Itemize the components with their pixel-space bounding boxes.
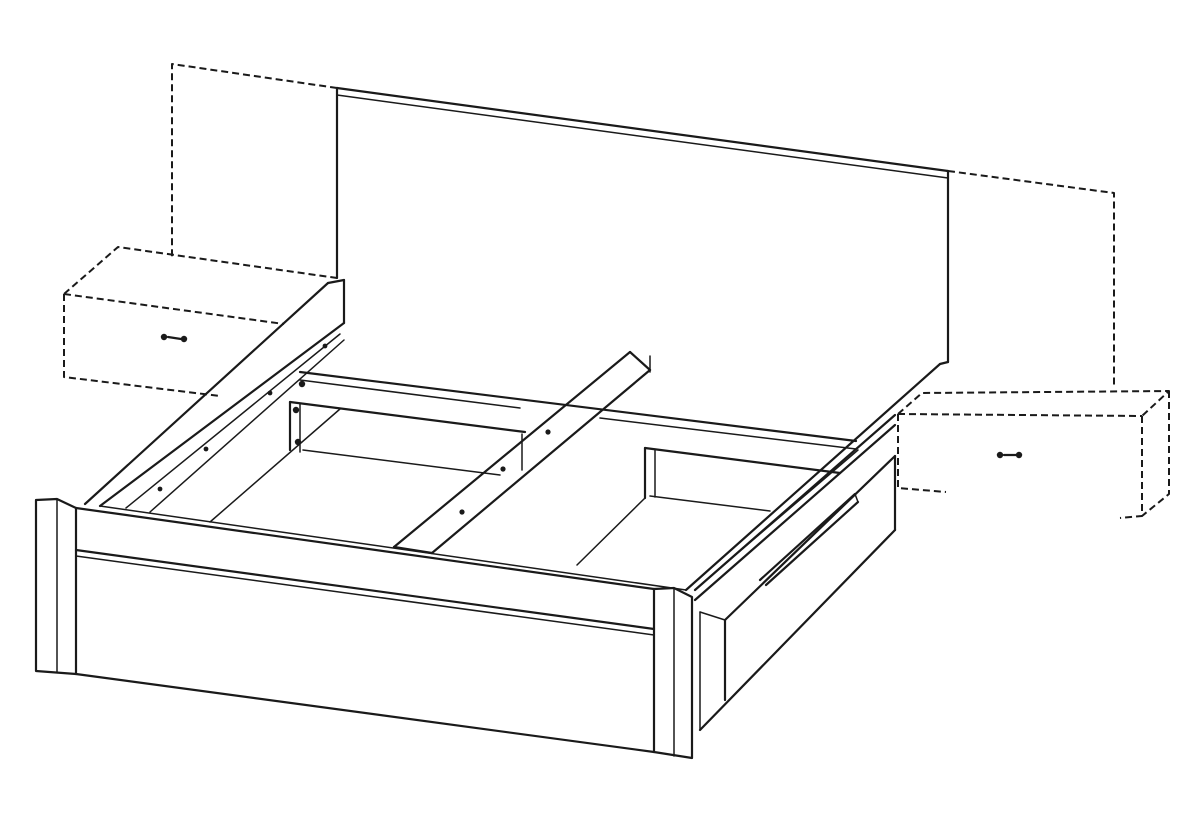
headboard-side-extension-right	[947, 170, 1115, 385]
side-rail-right	[684, 360, 950, 602]
headboard-side-extension-left	[171, 63, 338, 258]
center-beam	[392, 350, 652, 555]
back-inner-rail	[298, 370, 858, 450]
footboard	[34, 497, 694, 760]
storage-drawer-left	[288, 380, 527, 476]
side-drawer-handle	[758, 492, 860, 587]
front-inner-rail	[99, 505, 687, 591]
side-rail-left	[83, 278, 346, 523]
storage-drawer-right	[576, 446, 842, 566]
side-drawer	[698, 454, 897, 732]
nightstand-right	[897, 390, 1170, 519]
headboard-center-panel	[335, 86, 950, 364]
nightstand-left-handle	[160, 333, 188, 343]
nightstand-left	[63, 246, 338, 397]
nightstand-right-handle	[996, 451, 1023, 459]
